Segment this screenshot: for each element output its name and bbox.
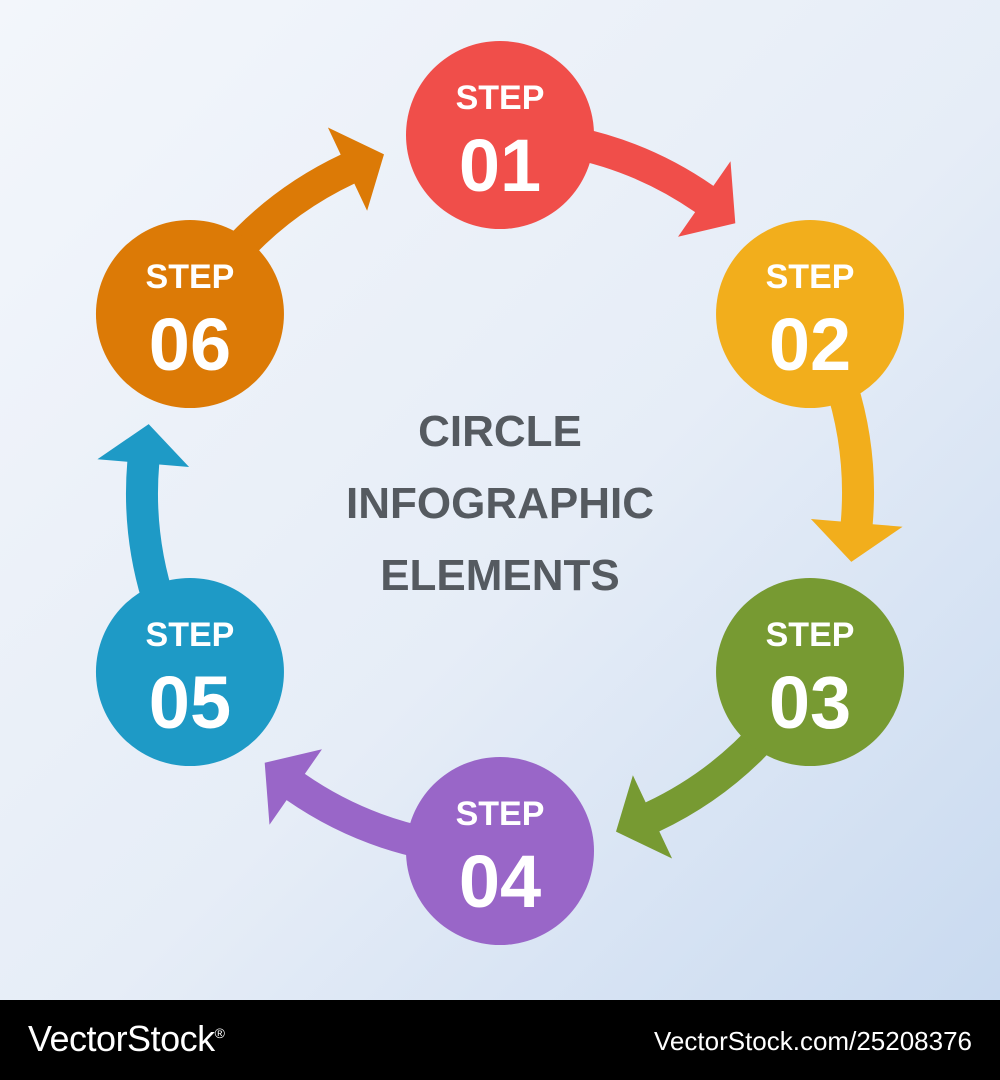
center-title-line-1: CIRCLE <box>418 407 582 456</box>
step-number-06: 06 <box>149 303 231 386</box>
step-label-06: STEP <box>146 258 235 296</box>
center-title-line-3: ELEMENTS <box>380 551 620 600</box>
arrows-layer <box>97 126 903 860</box>
step-number-05: 05 <box>149 661 231 744</box>
step-node-06: STEP 06 <box>95 220 284 408</box>
step-circle-01 <box>406 41 594 229</box>
step-circle-02 <box>716 220 905 408</box>
arrow-step-05-to-next <box>97 424 190 612</box>
step-node-02: STEP 02 <box>716 220 905 408</box>
step-label-02: STEP <box>766 258 855 296</box>
vectorstock-logo: VectorStock® <box>28 1018 225 1060</box>
watermark-bar: VectorStock® VectorStock.com/25208376 <box>0 1000 1000 1080</box>
step-circle-03 <box>716 578 905 766</box>
center-title: CIRCLE INFOGRAPHIC ELEMENTS <box>346 407 654 600</box>
step-number-01: 01 <box>459 124 541 207</box>
brand-name: VectorStock <box>28 1018 215 1059</box>
step-number-04: 04 <box>459 840 541 923</box>
step-number-02: 02 <box>769 303 851 386</box>
arrow-step-01-to-next <box>567 126 736 237</box>
step-label-03: STEP <box>766 616 855 654</box>
arrow-step-04-to-next <box>264 749 433 860</box>
step-node-04: STEP 04 <box>406 757 594 945</box>
arrow-step-02-to-next <box>810 374 903 562</box>
step-node-03: STEP 03 <box>716 578 905 766</box>
step-node-01: STEP 01 <box>406 41 594 229</box>
step-circle-04 <box>406 757 594 945</box>
step-label-04: STEP <box>456 795 545 833</box>
arrow-step-03-to-next <box>616 719 781 859</box>
image-id-url: VectorStock.com/25208376 <box>654 1026 972 1056</box>
step-node-05: STEP 05 <box>95 578 284 766</box>
step-circle-05 <box>95 578 284 766</box>
arrow-step-06-to-next <box>219 127 384 267</box>
step-circle-06 <box>95 220 284 408</box>
step-label-01: STEP <box>456 79 545 117</box>
registered-mark: ® <box>214 1025 225 1041</box>
step-label-05: STEP <box>146 616 235 654</box>
step-number-03: 03 <box>769 661 851 744</box>
center-title-line-2: INFOGRAPHIC <box>346 479 654 528</box>
